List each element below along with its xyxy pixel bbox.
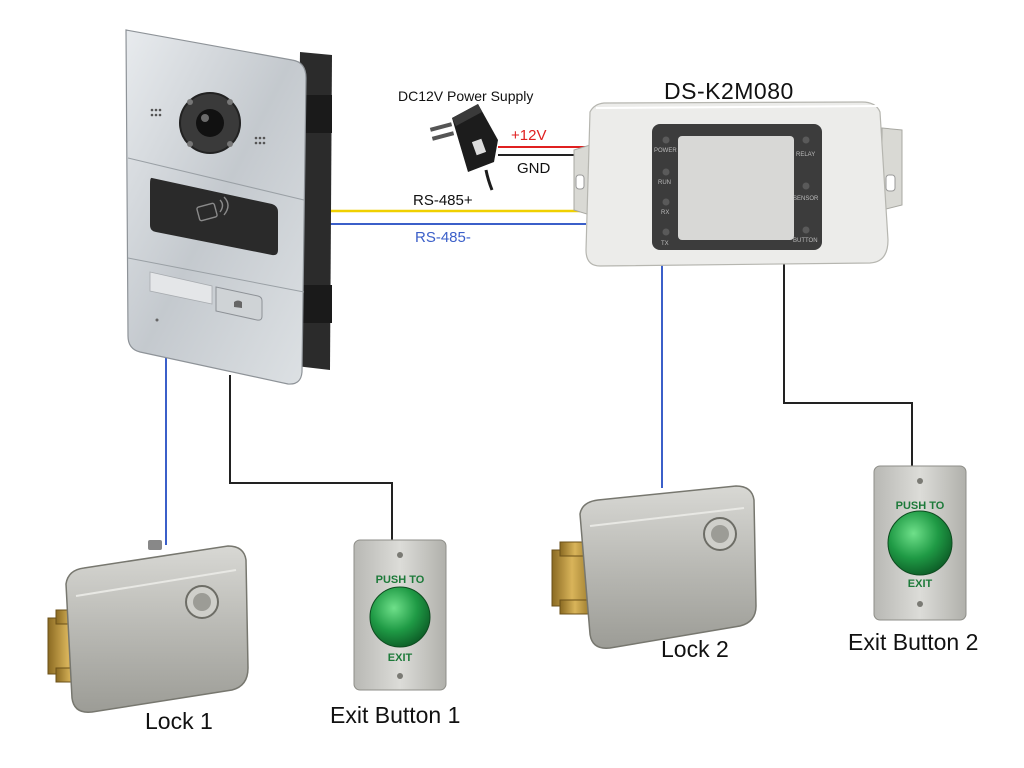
power-supply — [429, 104, 498, 191]
lock-1 — [47, 540, 249, 713]
controller-model-label: DS-K2M080 — [664, 78, 794, 104]
led-label-relay: RELAY — [796, 152, 815, 158]
led-label-rx: RX — [661, 210, 669, 216]
led-relay — [802, 136, 810, 144]
led-label-power: POWER — [654, 148, 677, 154]
name-plate — [149, 271, 213, 305]
exit-button-1-push — [369, 586, 431, 648]
led-rx — [662, 198, 670, 206]
gnd-label: GND — [517, 160, 551, 177]
lock1-label: Lock 1 — [145, 708, 213, 734]
led-run — [662, 168, 670, 176]
exit-button-2-bottom-text: EXIT — [908, 578, 933, 590]
rs485-plus-label: RS-485+ — [413, 192, 473, 209]
lock-2 — [551, 485, 757, 649]
power-supply-label: DC12V Power Supply — [398, 88, 534, 104]
rs485-minus-label: RS-485- — [415, 229, 471, 246]
lock2-label: Lock 2 — [661, 636, 729, 662]
bell-icon — [234, 300, 242, 308]
card-icon — [196, 196, 229, 222]
led-power — [662, 136, 670, 144]
exit-button-2: PUSH TO EXIT — [873, 465, 967, 621]
card-reader — [150, 177, 278, 256]
led-button — [802, 226, 810, 234]
plus12v-label: +12V — [511, 127, 547, 144]
controller-unit: POWER RUN RX TX RELAY SENSOR BUTTON — [573, 101, 903, 267]
led-label-run: RUN — [658, 180, 671, 186]
exit-button-1: PUSH TO EXIT — [353, 539, 447, 691]
led-label-sensor: SENSOR — [793, 196, 819, 202]
wires — [165, 146, 913, 545]
wire-exit2 — [783, 262, 913, 468]
exit-button-2-top-text: PUSH TO — [896, 500, 945, 512]
exit-button-1-bottom-text: EXIT — [388, 652, 413, 664]
led-tx — [662, 228, 670, 236]
exit1-label: Exit Button 1 — [330, 702, 461, 728]
door-station — [125, 29, 332, 385]
exit-button-1-top-text: PUSH TO — [376, 574, 425, 586]
exit-button-2-push — [887, 510, 953, 576]
exit2-label: Exit Button 2 — [848, 629, 979, 655]
led-label-button: BUTTON — [793, 238, 818, 244]
led-sensor — [802, 182, 810, 190]
wire-exit1 — [229, 375, 393, 540]
led-label-tx: TX — [661, 241, 669, 247]
